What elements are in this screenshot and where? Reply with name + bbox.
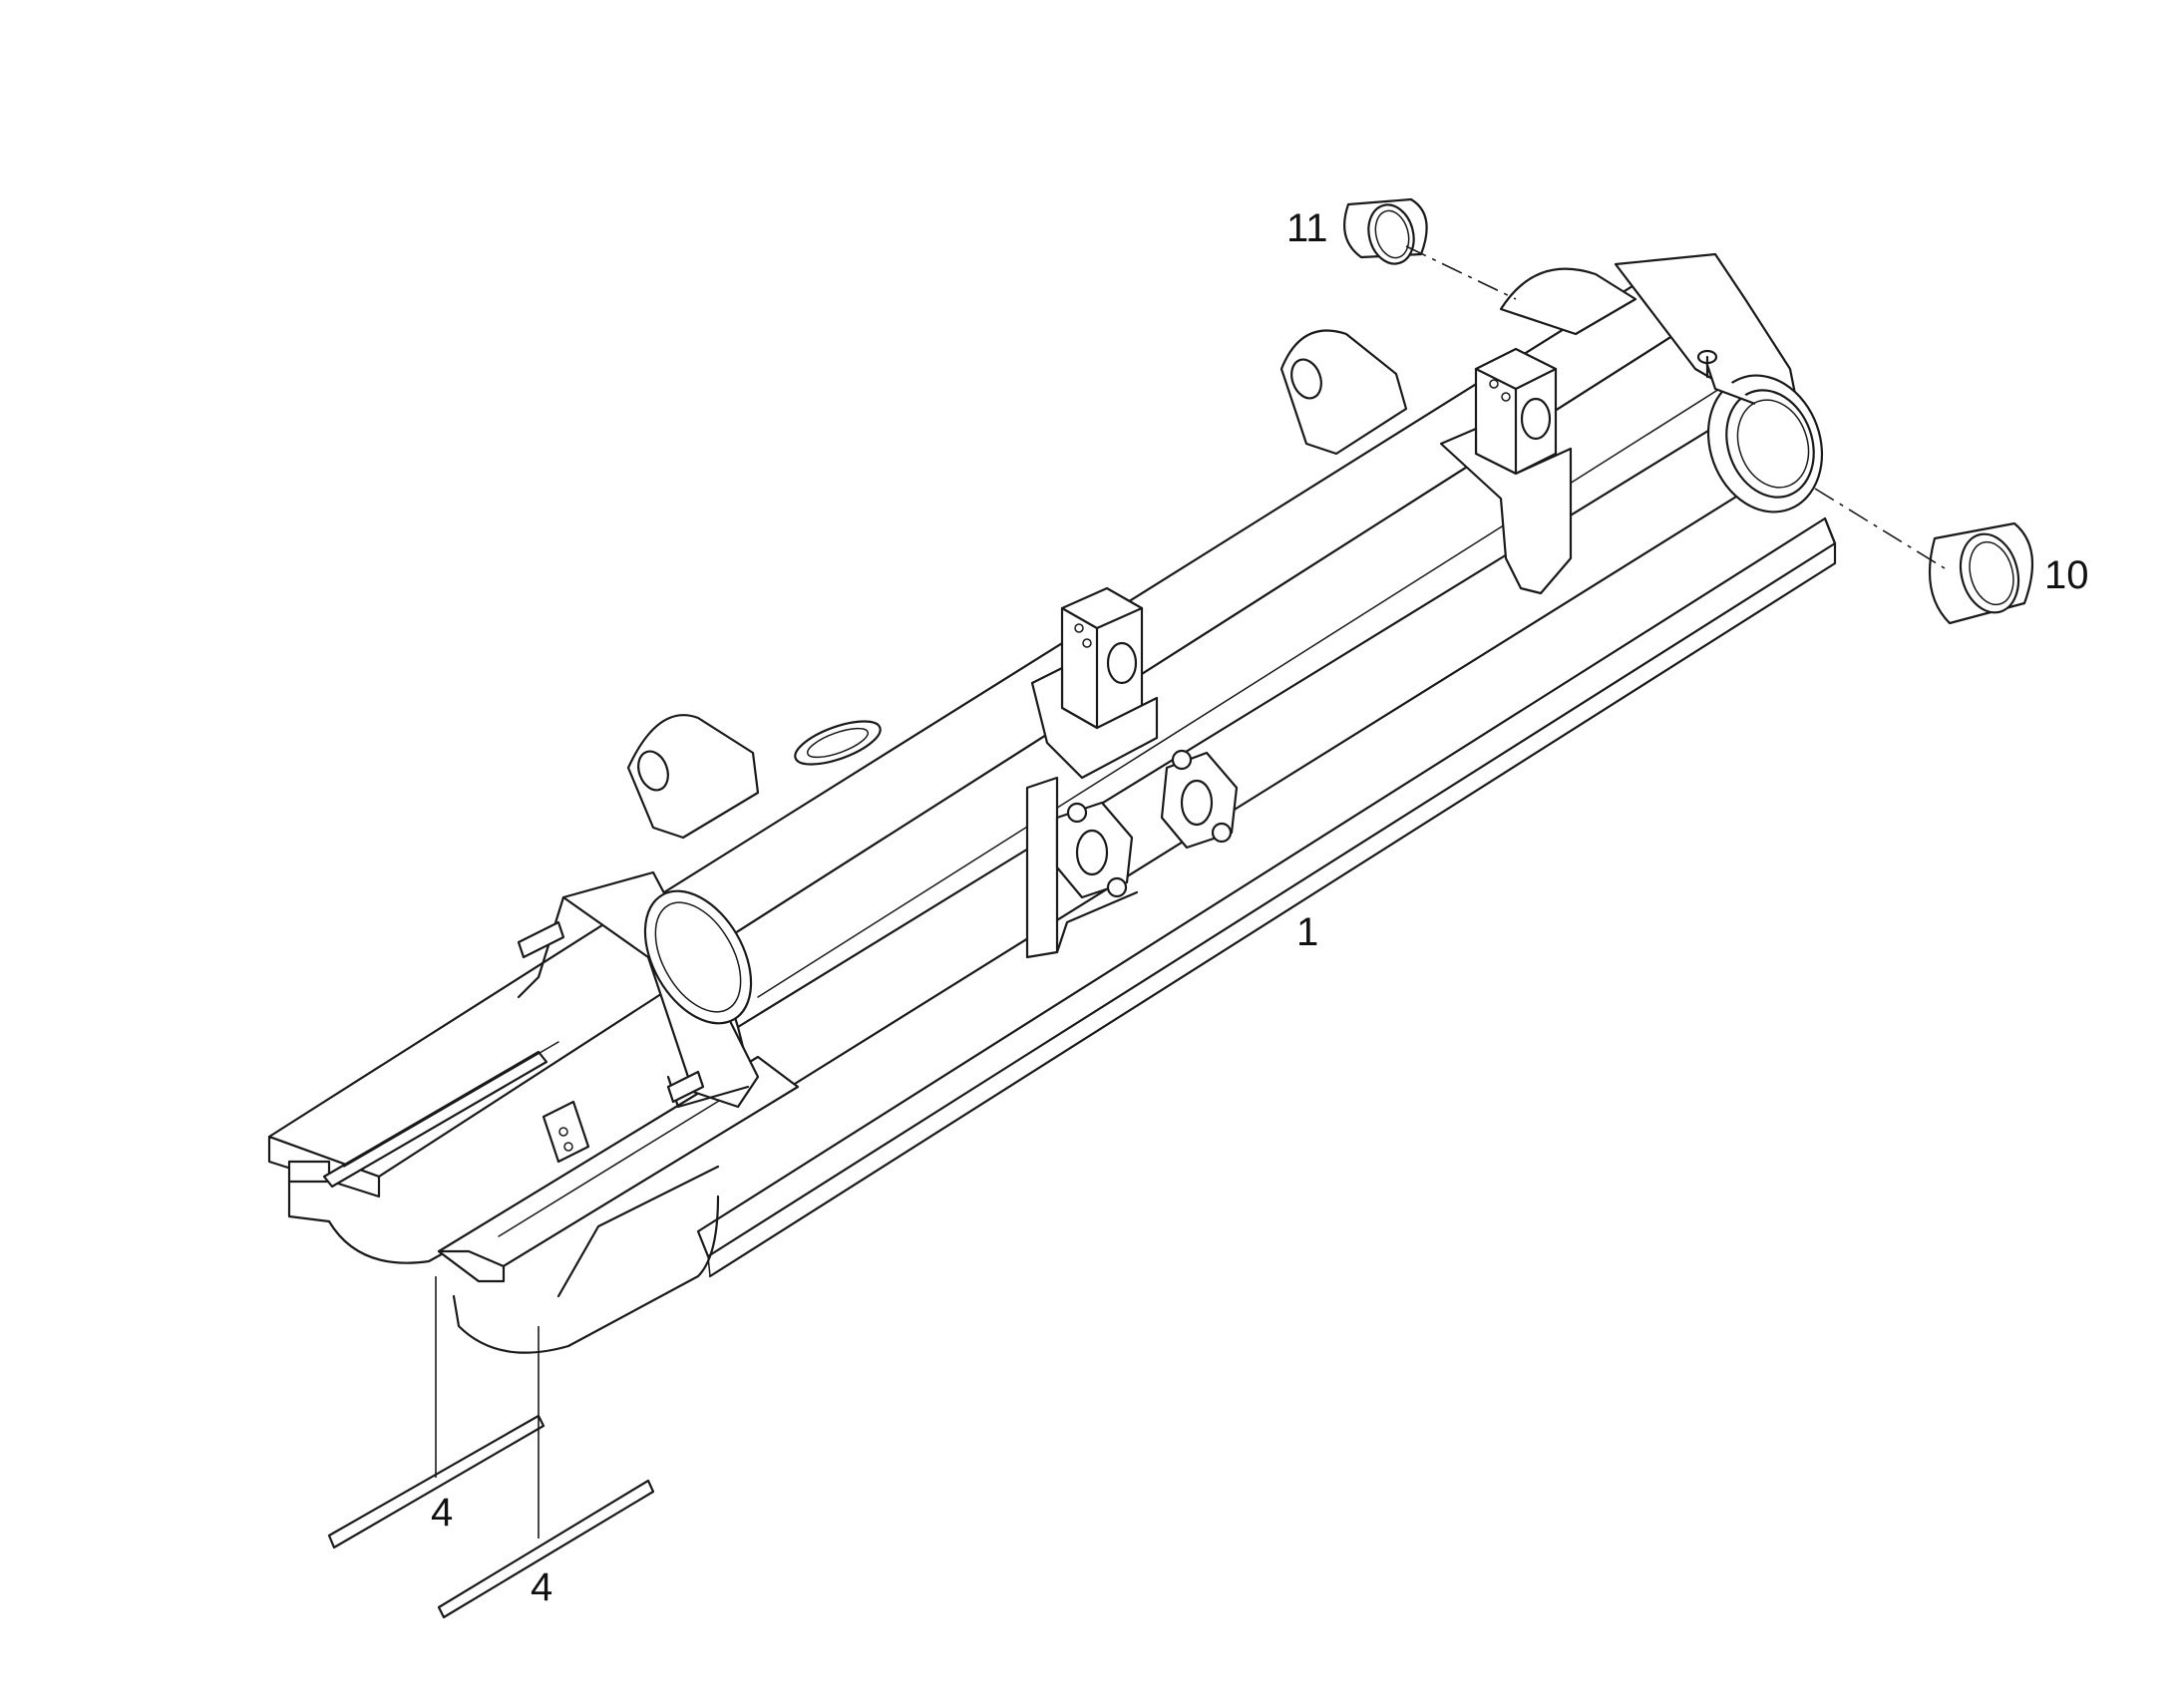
- right-clamp-bracket: [1439, 347, 1573, 595]
- bushing-front-part: [1928, 521, 2034, 625]
- left-rail-curve: [327, 1209, 521, 1264]
- right-rail-curve: [452, 1195, 720, 1354]
- end-bore: [643, 889, 753, 1025]
- callout-1: 1: [1296, 910, 1318, 954]
- callout-11: 11: [1286, 206, 1328, 250]
- top-port: [794, 720, 882, 766]
- lifting-eye-right: [1279, 329, 1408, 456]
- axis-line-rear: [1405, 245, 1517, 300]
- right-end-housing: [1499, 252, 1824, 513]
- callout-4-upper: 4: [431, 1491, 453, 1535]
- callout-4-lower: 4: [531, 1565, 552, 1609]
- clip-plate: [542, 1100, 590, 1164]
- mid-clamp-bracket: [1025, 586, 1239, 959]
- rail-groove: [322, 1050, 548, 1189]
- bushing-rear-part: [1343, 197, 1428, 265]
- tab-left: [517, 920, 565, 959]
- wear-strip-b: [437, 1479, 655, 1619]
- beam-side-face: [711, 297, 1767, 1109]
- end-section-cut: [561, 870, 760, 1109]
- wear-strip-a: [327, 1414, 545, 1549]
- callout-10: 10: [2044, 553, 2089, 597]
- main-frame-part: [267, 252, 1837, 1354]
- axis-line-front: [1814, 488, 1946, 569]
- lifting-eye-left: [626, 714, 760, 840]
